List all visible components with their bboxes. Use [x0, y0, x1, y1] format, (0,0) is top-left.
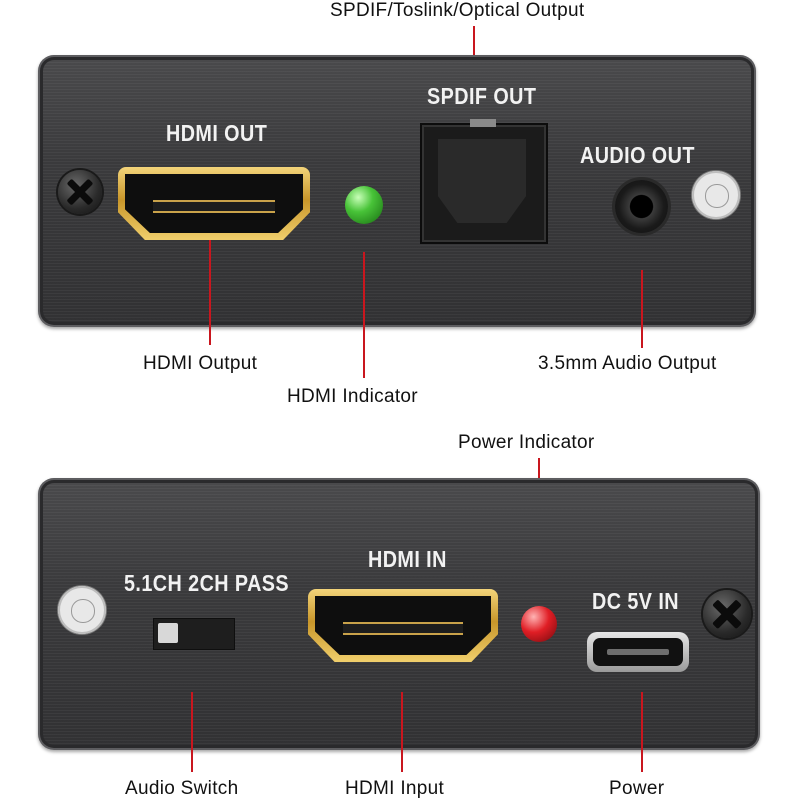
audio-out-label: AUDIO OUT [580, 142, 695, 168]
callout-line-hdmi-indicator [363, 252, 365, 378]
callout-power: Power [609, 778, 665, 799]
callout-spdif-optical-output: SPDIF/Toslink/Optical Output [330, 0, 585, 21]
switch-knob [158, 623, 178, 643]
audio-out-jack [615, 180, 668, 233]
mode-label: 5.1CH 2CH PASS [124, 570, 290, 596]
dial-icon [58, 586, 106, 634]
dc-power-port [587, 632, 689, 672]
hdmi-out-label: HDMI OUT [166, 120, 268, 146]
hdmi-input-port [308, 589, 498, 662]
power-indicator-led [521, 606, 557, 642]
hdmi-in-label: HDMI IN [368, 546, 447, 572]
audio-mode-switch[interactable] [153, 618, 235, 650]
callout-hdmi-output: HDMI Output [143, 353, 258, 374]
callout-power-indicator: Power Indicator [458, 432, 595, 453]
spdif-optical-port [420, 119, 548, 244]
callout-line-hdmi-output [209, 240, 211, 345]
hdmi-indicator-led [345, 186, 383, 224]
screw-icon [58, 170, 102, 214]
hdmi-output-port [118, 167, 310, 240]
dc-in-label: DC 5V IN [592, 588, 679, 614]
callout-line-power [641, 692, 643, 772]
callout-line-audio-switch [191, 692, 193, 772]
callout-audio-output: 3.5mm Audio Output [538, 353, 717, 374]
spdif-out-label: SPDIF OUT [427, 83, 537, 109]
dial-icon [692, 171, 740, 219]
screw-icon [703, 590, 751, 638]
callout-hdmi-input: HDMI Input [345, 778, 445, 799]
callout-line-hdmi-input [401, 692, 403, 772]
callout-hdmi-indicator: HDMI Indicator [287, 386, 418, 407]
callout-audio-switch: Audio Switch [125, 778, 239, 799]
callout-line-audio-output [641, 270, 643, 348]
